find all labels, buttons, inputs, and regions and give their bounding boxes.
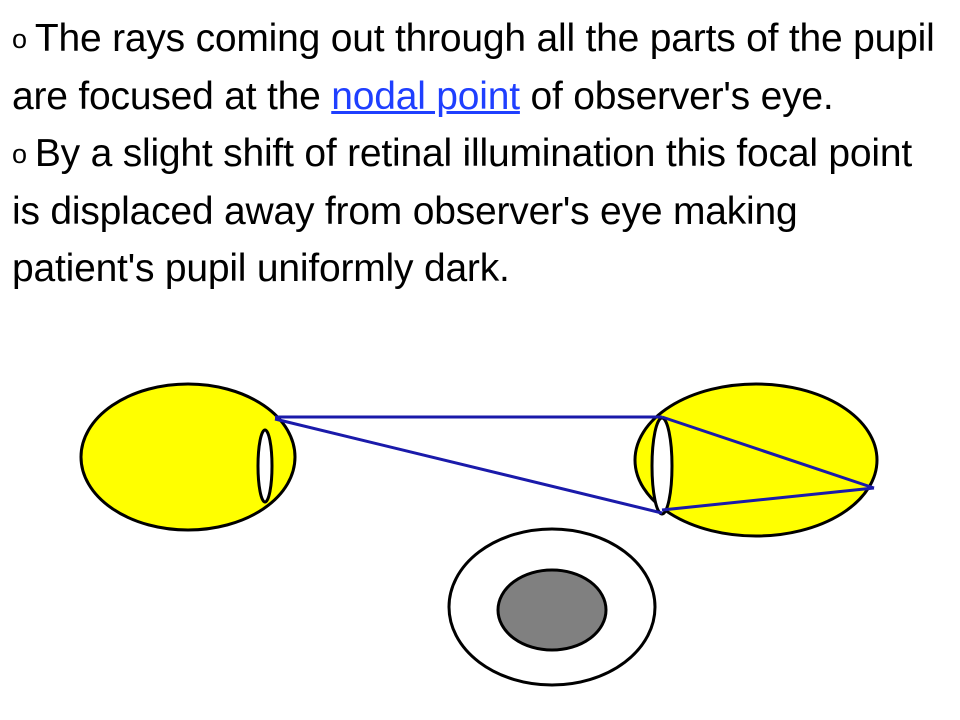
observer-lens	[650, 416, 674, 516]
patient-eye	[79, 382, 297, 532]
bullet-2-text: By a slight shift of retinal illuminatio…	[12, 132, 913, 290]
patient-lens	[256, 428, 274, 504]
ray-focus-lower	[661, 486, 875, 512]
observer-eye	[633, 382, 879, 538]
nodal-point-link[interactable]: nodal point	[331, 75, 520, 118]
ray-focus-upper	[661, 415, 875, 490]
bullet-marker-1: o	[12, 24, 27, 54]
bullet-marker-2: o	[12, 139, 27, 169]
ray-lower	[274, 417, 663, 515]
pupil-view-outer	[447, 527, 657, 687]
bullet-1-text-before: The rays coming out through all the part…	[12, 17, 935, 118]
pupil-dark	[496, 568, 608, 652]
bullet-1-text-after: of observer's eye.	[519, 75, 834, 118]
